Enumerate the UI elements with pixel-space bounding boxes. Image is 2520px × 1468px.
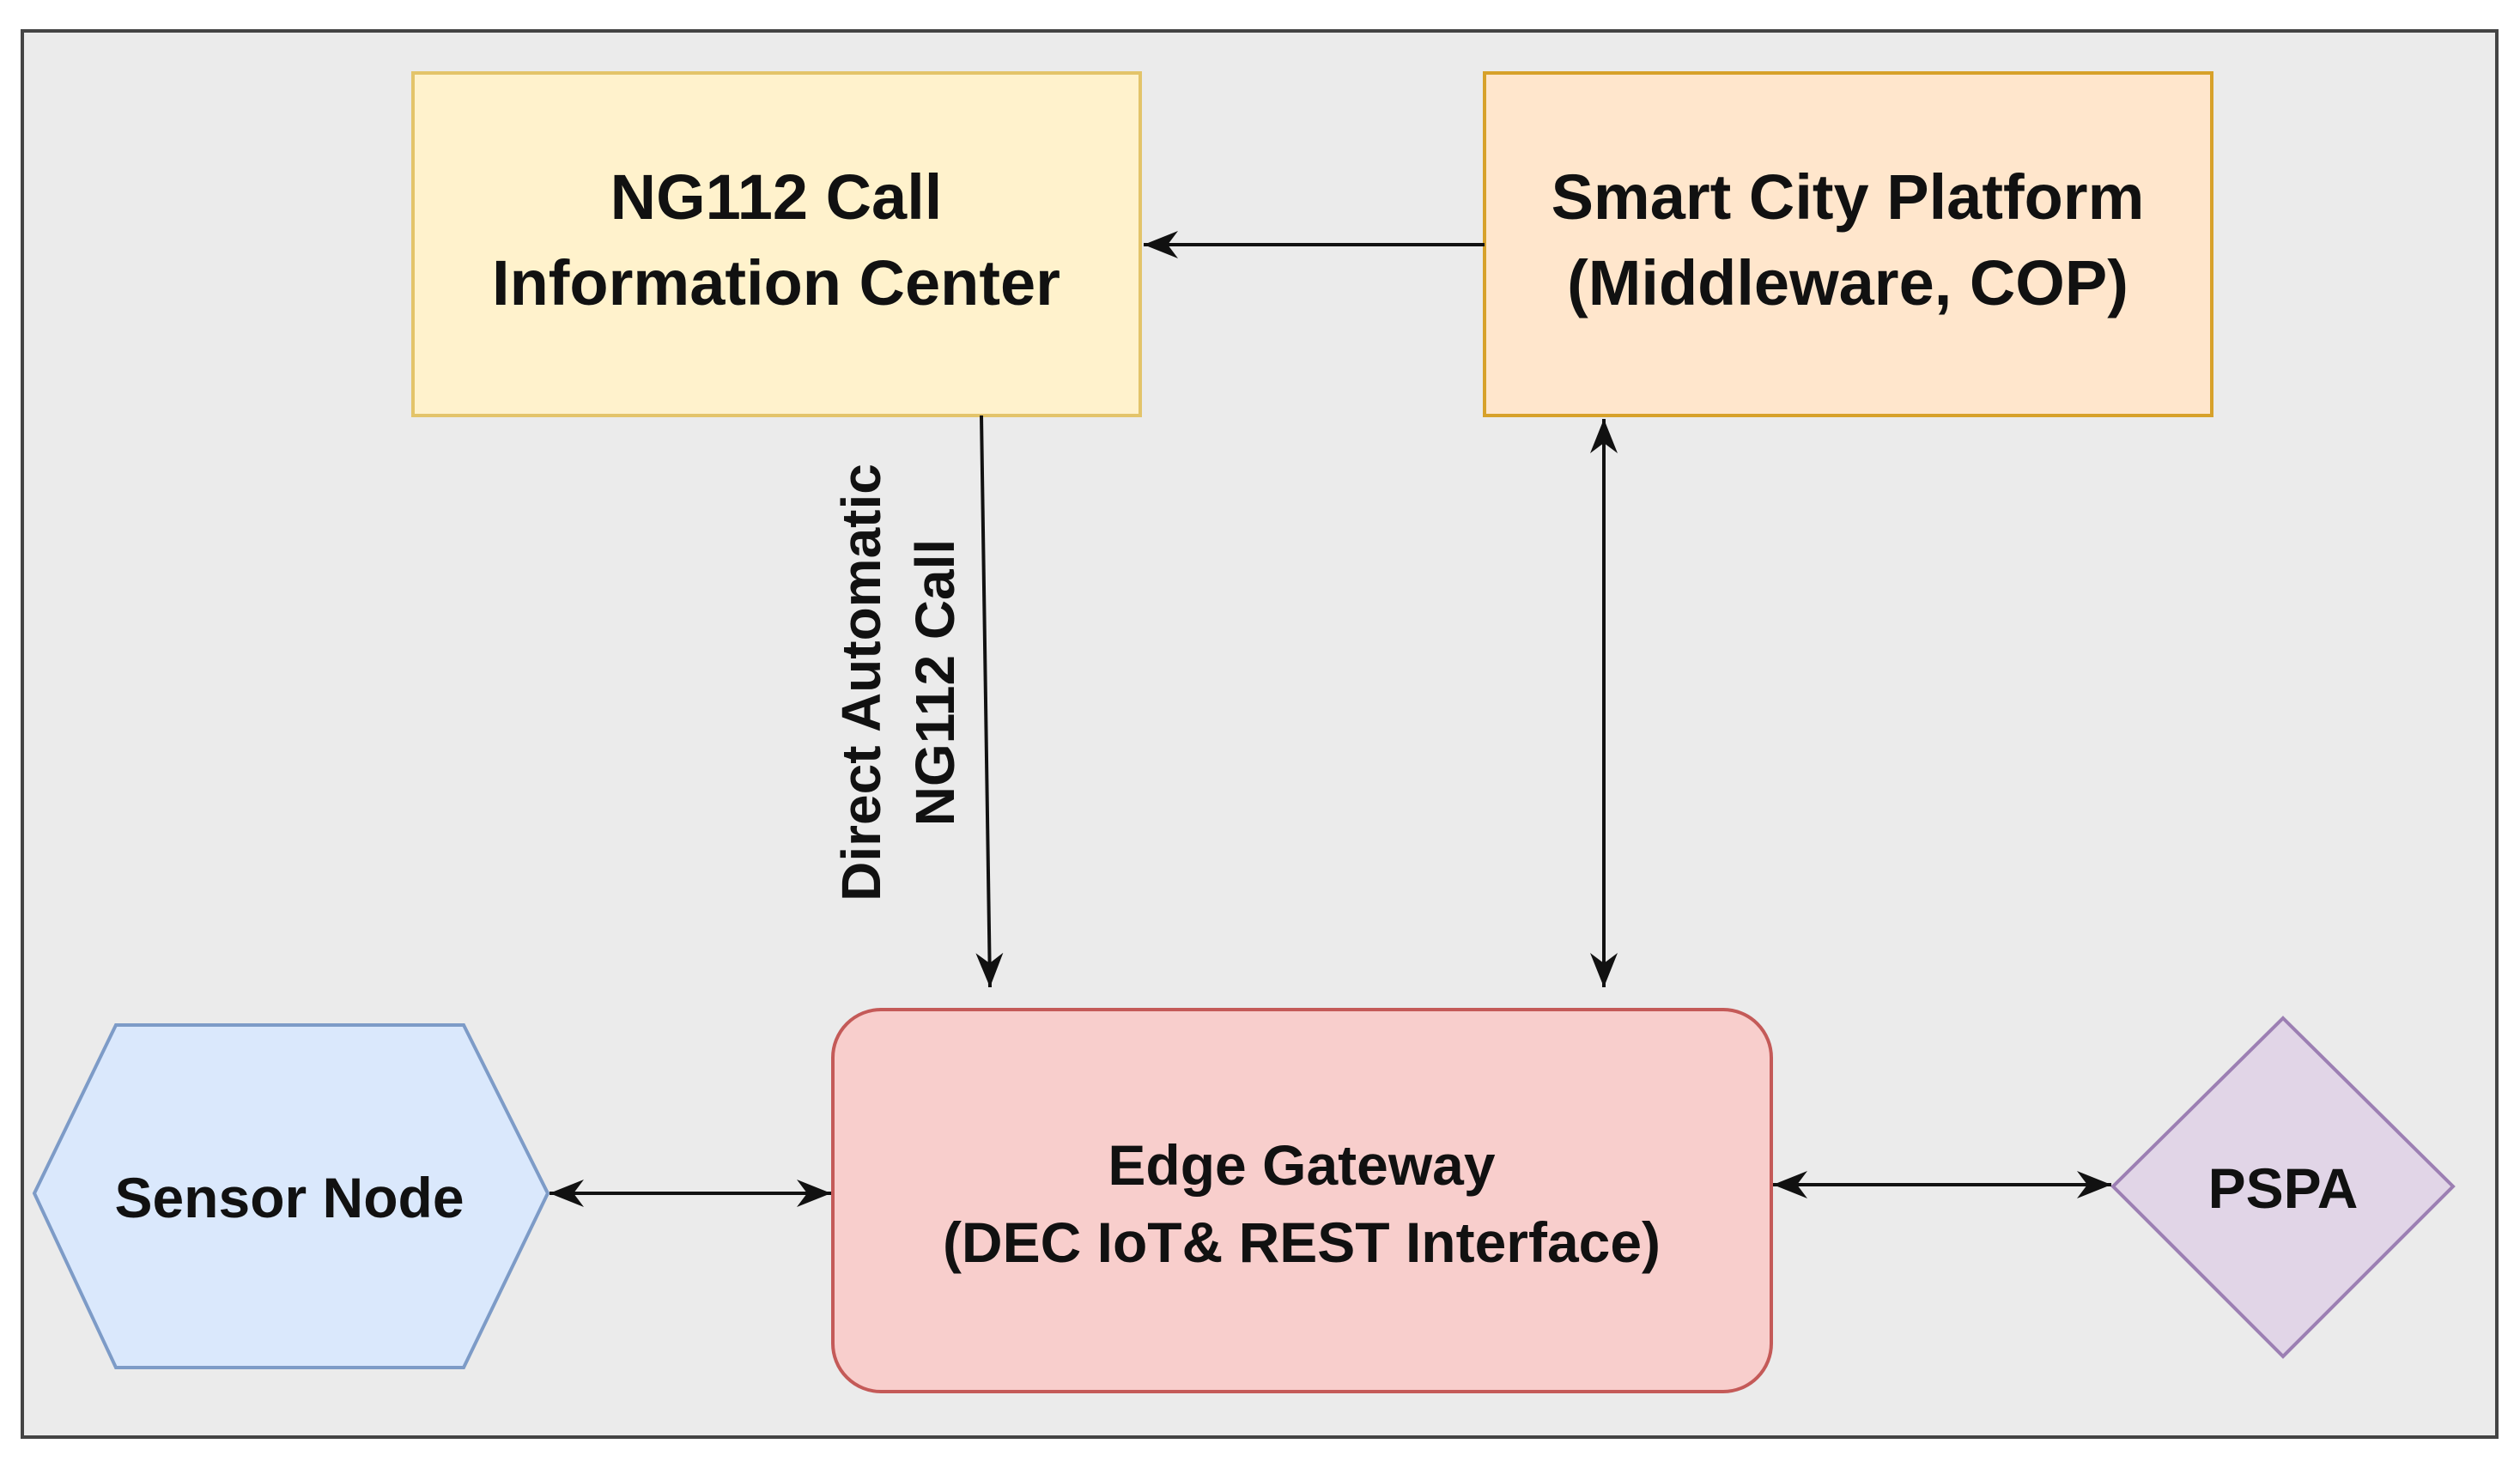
smart-city-label-line2: (Middleware, COP): [1567, 247, 2128, 318]
node-edge-gateway[interactable]: Edge Gateway (DEC IoT& REST Interface): [831, 1008, 1773, 1393]
node-ng112-call-information-center[interactable]: NG112 Call Information Center: [411, 71, 1142, 417]
node-pspa[interactable]: PSPA: [2110, 1016, 2456, 1359]
node-sensor-node[interactable]: Sensor Node: [32, 1023, 550, 1369]
ng112-box: [411, 71, 1142, 417]
edge-gateway-label-line1: Edge Gateway: [1108, 1133, 1495, 1197]
sensor-node-label: Sensor Node: [114, 1166, 464, 1229]
node-smart-city-platform[interactable]: Smart City Platform (Middleware, COP): [1483, 71, 2213, 417]
edge-label-line2: NG112 Call: [904, 539, 966, 826]
edge-ng112-to-gateway[interactable]: [975, 415, 1004, 988]
edge-gateway-box: [831, 1008, 1773, 1393]
ng112-label-line2: Information Center: [492, 247, 1060, 318]
smart-city-box: [1483, 71, 2213, 417]
smart-city-label-line1: Smart City Platform: [1551, 161, 2145, 233]
edge-gateway-label-line2: (DEC IoT& REST Interface): [943, 1210, 1661, 1274]
edge-label-direct-automatic-call: Direct Automatic NG112 Call: [830, 464, 966, 901]
pspa-diamond: [2110, 1016, 2456, 1359]
pspa-label: PSPA: [2208, 1156, 2359, 1220]
edge-label-line1: Direct Automatic: [830, 464, 892, 901]
sensor-node-hexagon: [32, 1023, 550, 1369]
ng112-label-line1: NG112 Call: [610, 161, 943, 233]
